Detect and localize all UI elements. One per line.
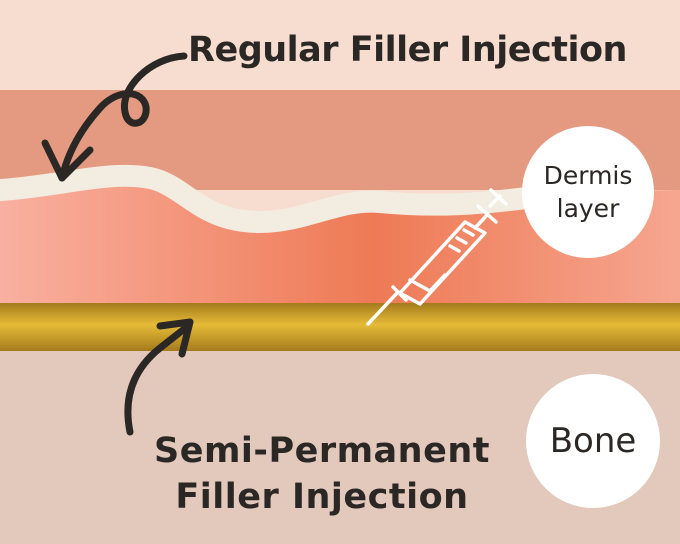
arrow-curved-up-icon — [124, 318, 194, 436]
regular-filler-label: Regular Filler Injection — [188, 30, 627, 70]
semi-permanent-filler-label: Semi-Permanent Filler Injection — [132, 428, 512, 520]
bone-surface-band — [0, 303, 680, 351]
syringe-icon — [366, 188, 508, 326]
dermis-label-line-1: Dermis — [543, 161, 633, 190]
dermis-layer-badge: Dermis layer — [522, 126, 654, 258]
bone-badge: Bone — [526, 374, 660, 508]
semi-label-line-2: Filler Injection — [175, 477, 469, 517]
dermis-label-line-2: layer — [556, 194, 620, 223]
skin-surface-layer — [0, 0, 680, 92]
bone-label: Bone — [549, 421, 637, 461]
arrow-curved-left-icon — [41, 52, 188, 182]
semi-label-line-1: Semi-Permanent — [154, 431, 490, 471]
regular-filler-line — [0, 164, 551, 234]
